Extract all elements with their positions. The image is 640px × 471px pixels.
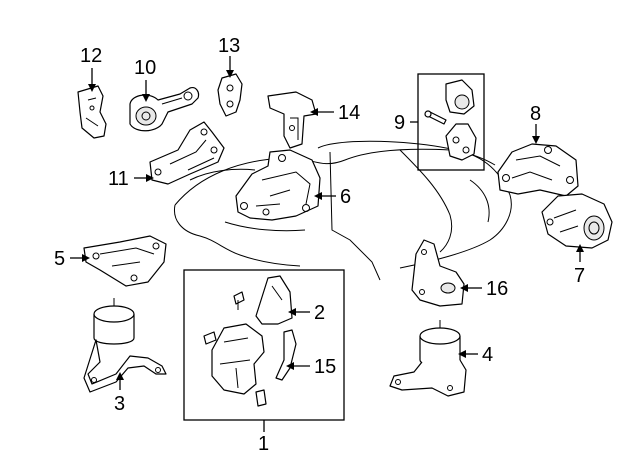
label-14: 14 [338, 102, 360, 124]
part-5-bracket [83, 235, 167, 287]
part-11-bracket [149, 121, 225, 185]
engine-outline [173, 140, 512, 281]
part-4-engine-mount [389, 320, 467, 397]
label-12: 12 [80, 45, 102, 67]
label-3: 3 [114, 393, 125, 415]
part-12-bracket [77, 85, 107, 139]
label-13: 13 [218, 35, 240, 57]
label-10: 10 [134, 57, 156, 79]
label-6: 6 [340, 186, 351, 208]
part-8-bracket [497, 143, 579, 197]
part-16-bracket [411, 239, 465, 307]
part-number-labels: 12 10 13 14 11 6 9 8 7 5 16 2 15 4 3 1 [54, 35, 585, 455]
part-9-assembly-box [417, 73, 485, 171]
label-4: 4 [482, 344, 493, 366]
label-11: 11 [108, 168, 129, 190]
part-10-torque-rod [129, 87, 200, 132]
part-6-mount-bracket [235, 149, 321, 221]
part-1-assembly-box [183, 269, 345, 421]
label-9: 9 [394, 112, 405, 134]
leader-lines [70, 56, 584, 432]
part-7-bracket [541, 193, 613, 249]
part-14-bracket [267, 91, 317, 149]
label-8: 8 [530, 103, 541, 125]
label-15: 15 [314, 356, 336, 378]
label-5: 5 [54, 248, 65, 270]
label-2: 2 [314, 302, 325, 324]
label-16: 16 [486, 278, 508, 300]
label-7: 7 [574, 265, 585, 287]
label-1: 1 [258, 433, 269, 455]
part-3-engine-mount [83, 298, 167, 393]
part-13-bracket [217, 73, 243, 117]
